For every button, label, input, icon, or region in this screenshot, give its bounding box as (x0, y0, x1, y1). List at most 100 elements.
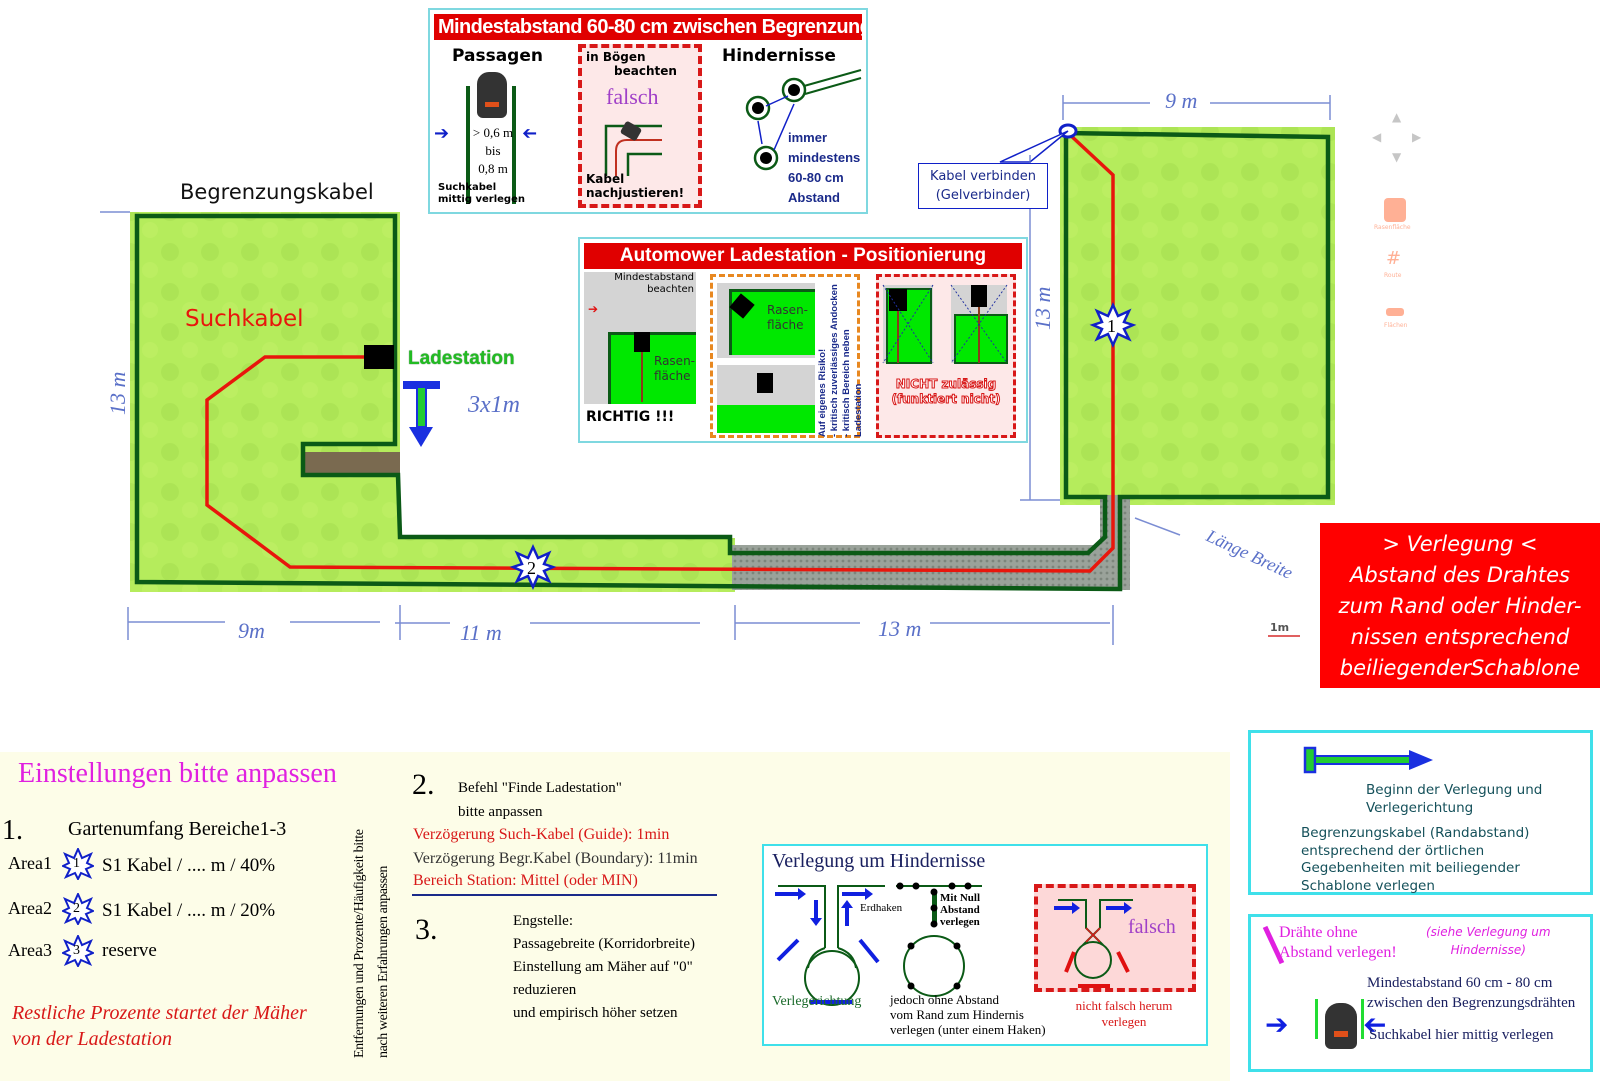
correct-lawn-label: Rasen- fläche (654, 354, 695, 384)
passagen-heading: Passagen (452, 46, 543, 66)
guide-wire-label: Suchkabel (185, 306, 304, 332)
guide-wire (205, 131, 1115, 573)
obstacle-box-title: Verlegung um Hindernisse (772, 850, 986, 872)
legend-wires-box: Drähte ohne Abstand verlegen! (siehe Ver… (1248, 914, 1593, 1072)
risky-lawn-label-2: fläche (767, 318, 804, 332)
section3-text: Engstelle: Passagebreite (Korridorbreite… (513, 910, 695, 1025)
obstacle-note-3: verlegen (unter einem Haken) (890, 1022, 1046, 1037)
section3-line-3: Einstellung am Mäher auf "0" (513, 959, 693, 975)
area-marker-2-label: 2 (527, 558, 536, 578)
curve-wire-icon (604, 121, 662, 176)
callout-line-2: (Gelverbinder) (935, 188, 1031, 203)
correct-verdict: RICHTIG !!! (586, 409, 675, 425)
callout-red-line-3: zum Rand oder Hinder- (1338, 594, 1582, 618)
wrong-routing-icon (1054, 899, 1133, 988)
flower-bed (305, 452, 400, 474)
boundary-wire-label: Begrenzungskabel (180, 180, 374, 204)
pan-right-icon[interactable]: ▶ (1412, 130, 1422, 144)
obstacles-note-1: immer (788, 130, 828, 145)
legend-wires-note-1: Drähte ohne (1279, 924, 1358, 941)
area3-star-number: 3 (73, 943, 80, 958)
obstacles-note: immer mindestens 60-80 cm Abstand (788, 128, 860, 208)
legend-wire-left (1315, 999, 1318, 1039)
area2-text: S1 Kabel / .... m / 20% (102, 900, 276, 921)
area-marker-1-label: 1 (1107, 316, 1116, 336)
hw-dim-top-right: 9 m (1165, 88, 1197, 113)
fence-tool-label: Route (1384, 272, 1402, 279)
legend-boundary-line-4: Schablone verlegen (1301, 877, 1435, 894)
curves-heading: in Bögen beachten (586, 50, 677, 78)
zero-label-3: verlegen (940, 916, 980, 928)
pan-control-icon[interactable]: ▲ (1392, 110, 1402, 124)
risky-diagram-1: Rasen- fläche (717, 283, 815, 358)
obstacle-note-2: vom Rand zum Hindernis (890, 1007, 1024, 1022)
area-marker-1-icon (1089, 301, 1137, 349)
wrong-panel: NICHT zulässig (funktiert nicht) (876, 274, 1016, 438)
station-box-title: Automower Ladestation - Positionierung (584, 243, 1022, 269)
section2-line-boundary: Verzögerung Begr.Kabel (Boundary): 11min (413, 850, 698, 867)
zero-label-1: Mit Null (940, 892, 981, 904)
area-tool-icon[interactable] (1384, 198, 1406, 222)
zero-distance-label: Mit Null Abstand verlegen (940, 892, 980, 928)
dim-line-1: > 0,6 m (472, 125, 514, 140)
routing-direction-label: Verlegerichtung (772, 994, 862, 1009)
legend-start-line-2: Verlegerichtung (1366, 800, 1474, 816)
hw-dim-bottom-left: 9m (238, 618, 265, 643)
obstacle-note-1: jedoch ohne Abstand (890, 992, 1000, 1007)
start-direction-arrow-icon (403, 381, 440, 447)
correct-station-icon (634, 332, 650, 352)
risky-note-3: - kritisch Bereich neben Ladestation (841, 329, 864, 437)
section2-line-guide: Verzögerung Such-Kabel (Guide): 1min (413, 826, 670, 843)
pan-down-icon[interactable]: ▼ (1392, 150, 1402, 164)
section3-line-2: Passagebreite (Korridorbreite) (513, 936, 696, 952)
legend-boundary-line-3: Gegebenheiten mit beiliegender (1301, 860, 1520, 876)
fence-tool-icon[interactable]: # (1386, 248, 1402, 269)
correct-note-2: beachten (647, 284, 694, 295)
callout-red-line-2: Abstand des Drahtes (1350, 563, 1570, 587)
legend-boundary-line-2: entsprechend der örtlichen (1301, 842, 1485, 859)
wrong-routing-label: falsch (1128, 916, 1176, 938)
section2-heading: Befehl "Finde Ladestation" bitte anpasse… (458, 776, 622, 824)
correct-panel: Mindestabstand beachten ➔ Rasen- fläche (584, 272, 696, 404)
legend-distance-1: Mindestabstand 60 cm - 80 cm (1367, 975, 1553, 991)
wrong-routing-panel: falsch (1034, 884, 1196, 992)
map-controls: ▲ ◀ ▶ ▼ Rasenfläche # Route Flächen (1370, 110, 1430, 340)
legend-distance-2: zwischen den Begrenzungsdrähten (1367, 995, 1576, 1011)
obstacles-note-4: Abstand (788, 190, 840, 205)
start-arrow-legend-icon (1303, 746, 1433, 774)
hw-dim-station-offset: 3x1m (467, 392, 520, 418)
vertical-note-2: nach weiteren Erfahrungen anpassen (376, 865, 391, 1058)
passage-dims: > 0,6 m bis 0,8 m (468, 124, 518, 178)
distance-box-title: Mindestabstand 60-80 cm zwischen Begrenz… (434, 14, 862, 40)
legend-start-text: Beginn der Verlegung und Verlegerichtung (1366, 781, 1542, 817)
risky-side-note: Auf eigenes Risiko! - kritisch zuverläss… (817, 277, 865, 437)
ruler-tool-icon[interactable] (1386, 308, 1404, 316)
obstacle-routing-box: Verlegung um Hindernisse Verlegerichtung… (762, 844, 1208, 1046)
curves-wrong-panel: in Bögen beachten falsch Kabel nachjusti… (578, 44, 702, 208)
area2-label: Area2 (8, 898, 52, 918)
wire-left (466, 86, 470, 204)
risky-lawn-label: Rasen- fläche (767, 303, 808, 333)
legend-guide-note: Suchkabel hier mittig verlegen (1369, 1027, 1554, 1043)
legend-boundary-text: Begrenzungskabel (Randabstand) entsprech… (1301, 825, 1529, 895)
legend-wire-right (1361, 999, 1364, 1039)
risky-note-1: Auf eigenes Risiko! (817, 348, 828, 437)
area2-star-number: 2 (73, 901, 80, 916)
passage-note: Suchkabel mittig verlegen (438, 182, 525, 206)
callout-red-line-5: beiliegenderSchablone (1339, 656, 1581, 680)
legend-wires-note: Drähte ohne Abstand verlegen! (1279, 923, 1397, 963)
garden-plan: 9 m 13 m 13 m 3x1m 9m 11 m 13 m Länge Br… (100, 88, 1335, 645)
legend-wires-see: (siehe Verlegung um Hindernisse) (1426, 923, 1551, 959)
area1-star-number: 1 (73, 856, 80, 871)
callout-red-line-4: nissen entsprechend (1350, 625, 1570, 649)
vertical-note-1: Entfernungen und Prozente/Häufigkeit bit… (352, 829, 367, 1058)
station-label: Ladestation (408, 348, 515, 369)
lawn-left (130, 212, 735, 592)
area1-text: S1 Kabel / .... m / 40% (102, 855, 276, 876)
hw-dim-bottom-middle: 11 m (460, 620, 502, 645)
wire-right (512, 86, 516, 204)
pan-left-icon[interactable]: ◀ (1372, 130, 1382, 144)
arrow-right-icon: ➔ (434, 123, 450, 144)
ruler-tool-label: Flächen (1384, 322, 1408, 329)
callout-red-line-1: > Verlegung < (1382, 532, 1538, 556)
